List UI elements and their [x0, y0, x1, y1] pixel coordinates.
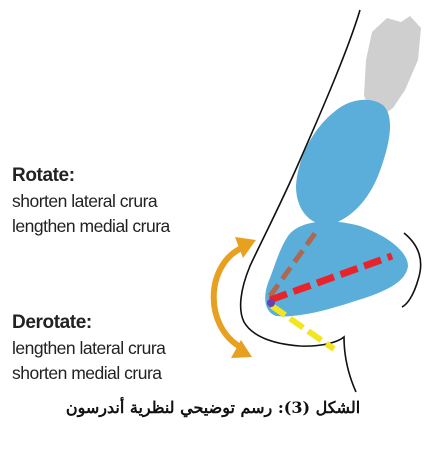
rotate-title: Rotate: — [12, 163, 170, 189]
rotate-instruction-2: lengthen medial crura — [12, 214, 170, 239]
derotate-instruction-1: lengthen lateral crura — [12, 336, 165, 361]
upper-lateral-cartilage — [296, 100, 390, 225]
derotate-instruction-2: shorten medial crura — [12, 361, 165, 386]
rotation-arc — [214, 247, 244, 348]
nasal-bone — [364, 16, 421, 115]
figure-caption: الشكل (3): رسم توضيحي لنظرية أندرسون — [0, 398, 426, 417]
derotate-title: Derotate: — [12, 310, 165, 336]
rotate-instruction-1: shorten lateral crura — [12, 189, 170, 214]
rotate-label-group: Rotate: shorten lateral crura lengthen m… — [12, 163, 170, 239]
tip-pivot-point — [267, 299, 275, 307]
derotate-label-group: Derotate: lengthen lateral crura shorten… — [12, 310, 165, 386]
